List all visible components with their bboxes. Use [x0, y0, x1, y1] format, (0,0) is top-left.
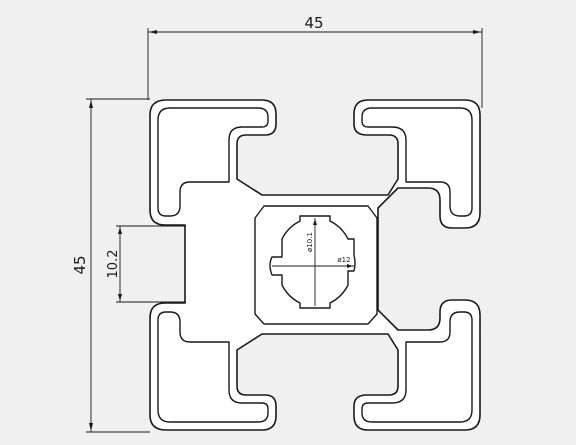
- center-bore: [269, 215, 356, 309]
- height-dimension: [86, 98, 150, 433]
- outer-diameter-label: ø12: [337, 256, 350, 264]
- bore-arrowhead-top: [313, 219, 317, 225]
- height-label: 45: [71, 255, 89, 274]
- pocket-bottom-left: [157, 311, 269, 423]
- pocket-top-left: [157, 107, 269, 217]
- width-dimension: [147, 28, 483, 108]
- inner-diameter-label: ø10.1: [306, 232, 314, 252]
- corner-pockets: [157, 107, 473, 423]
- pocket-top-right: [361, 107, 473, 217]
- slot-label: 10.2: [106, 250, 121, 279]
- bore-arrowhead-right: [347, 264, 353, 268]
- slot-dimension: [116, 225, 186, 303]
- pocket-bottom-right: [361, 311, 473, 423]
- width-label: 45: [304, 14, 323, 32]
